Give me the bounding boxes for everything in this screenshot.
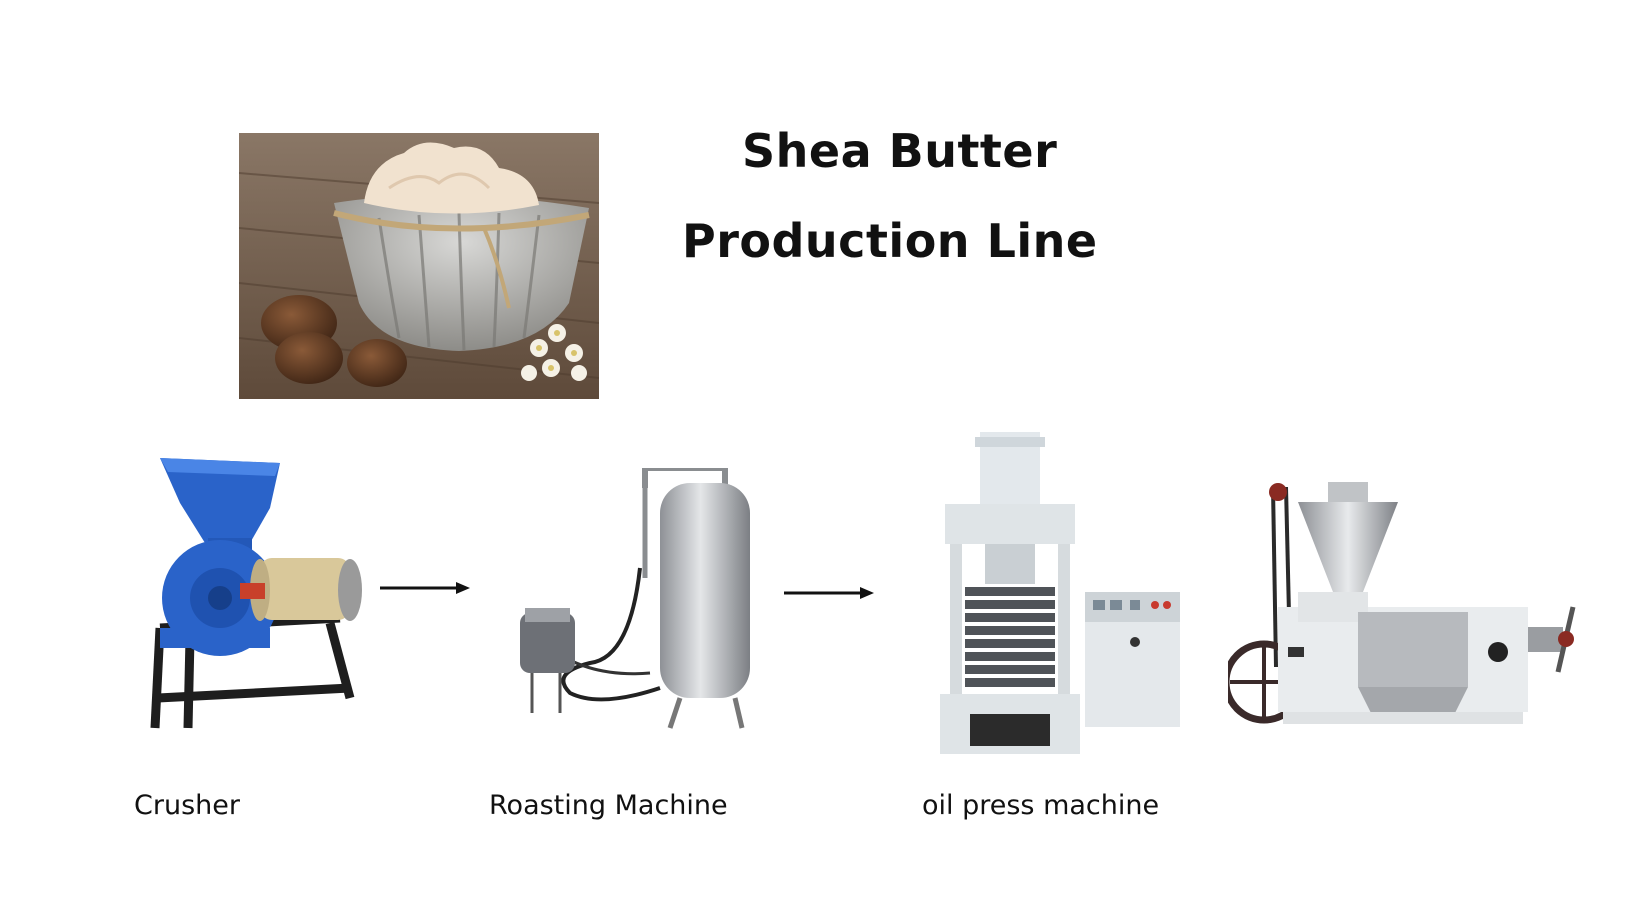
title-line-2: Production Line [682,214,1098,268]
roasting-machine-image [510,465,770,738]
crusher-machine-image [100,448,400,748]
title-line-1: Shea Butter [742,124,1058,178]
screw-press-image [1222,482,1586,742]
step-label-crusher: Crusher [134,790,240,821]
step-label-oil-press-machine: oil press machine [922,790,1160,821]
arrow-right-icon [784,583,874,603]
step-label-roasting-machine: Roasting Machine [489,790,728,821]
hydraulic-press-image [935,432,1185,757]
shea-butter-photo [239,133,599,399]
arrow-right-icon [380,578,470,598]
